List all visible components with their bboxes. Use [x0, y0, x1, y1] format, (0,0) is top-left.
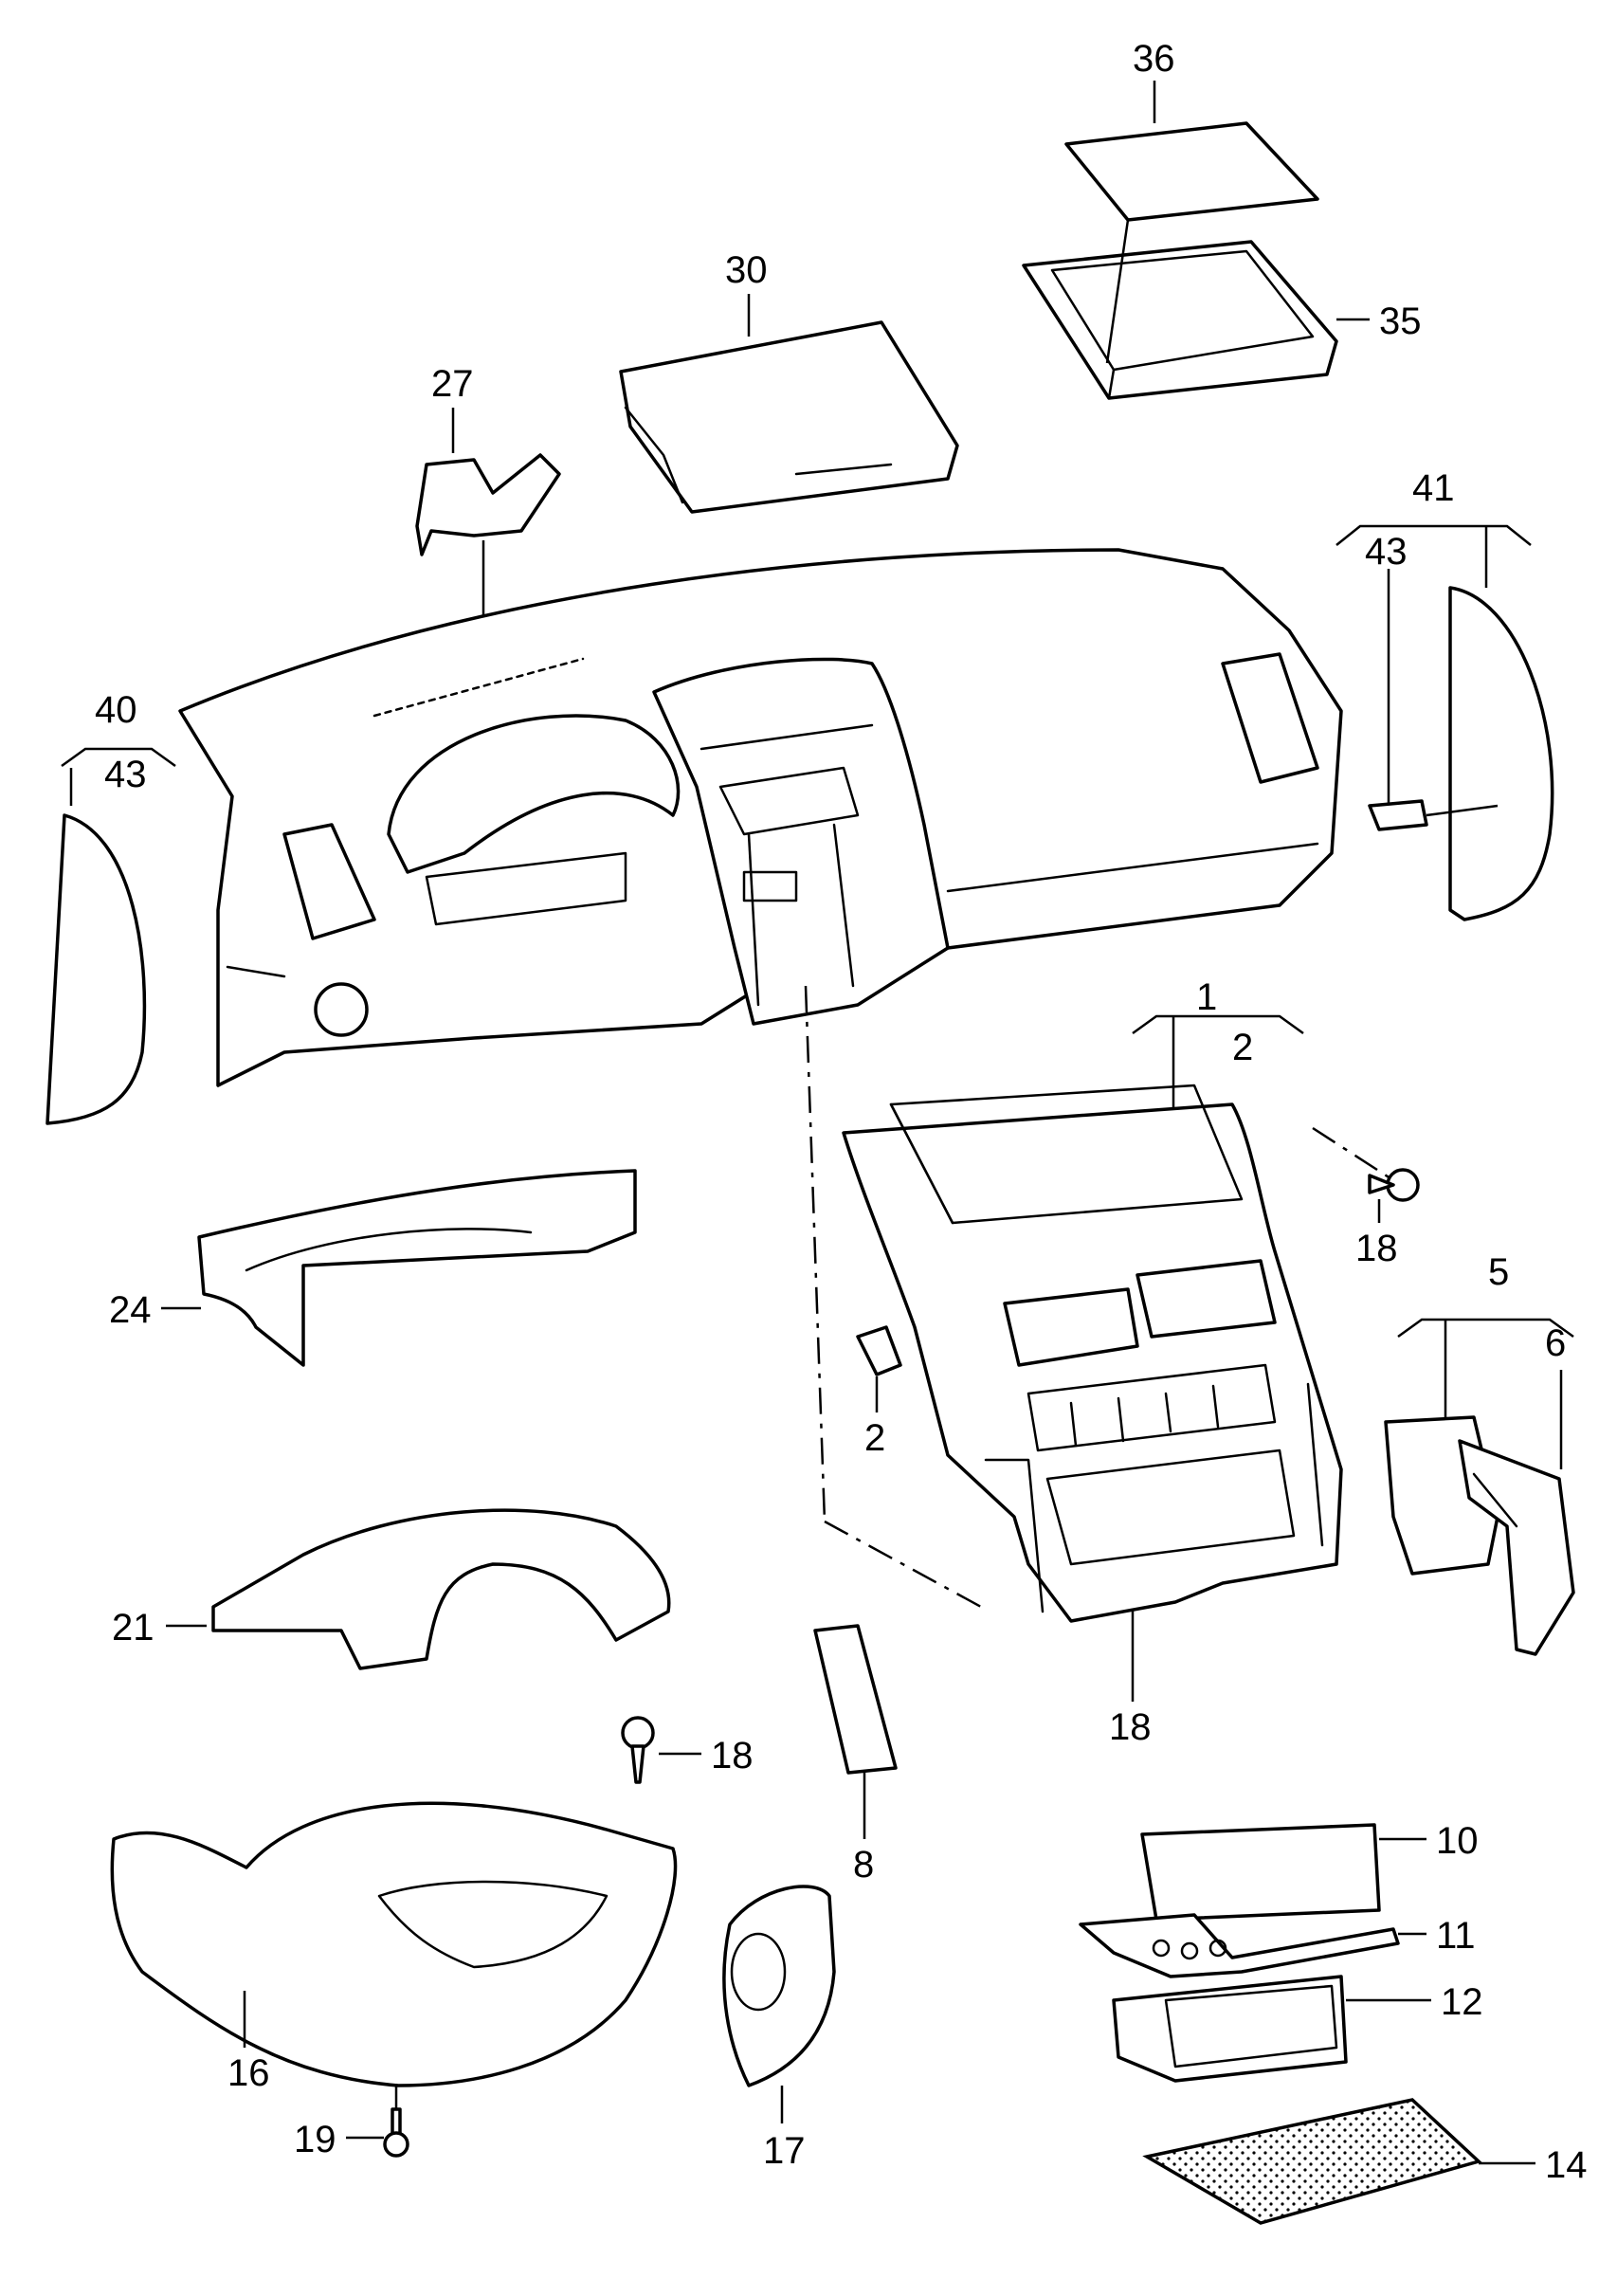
part-24-upper-trim: [161, 1169, 637, 1367]
part-10-cover: [1140, 1823, 1426, 1922]
callout-17: 17: [763, 2130, 806, 2172]
callout-43-left: 43: [104, 754, 147, 795]
callout-41: 41: [1412, 467, 1455, 509]
callout-5: 5: [1488, 1251, 1509, 1293]
callout-18-left: 18: [711, 1735, 754, 1777]
callout-11: 11: [1436, 1915, 1476, 1957]
callout-40: 40: [95, 689, 137, 731]
part-36-lid: [1064, 81, 1319, 222]
part-40-left-end-cap: [45, 747, 176, 1125]
callout-18-right: 18: [1355, 1228, 1398, 1269]
callout-12: 12: [1441, 1981, 1483, 2023]
part-27-bracket: [415, 408, 561, 621]
part-11-bracket: [1079, 1913, 1426, 1978]
callout-19: 19: [294, 2119, 336, 2160]
part-17-ignition-bezel: [722, 1885, 836, 2123]
dashboard-main: [178, 548, 1343, 1087]
part-35-tray: [1022, 219, 1370, 400]
part-16-steering-column-lower-cover: [110, 1801, 678, 2109]
part-12-storage-box: [1112, 1975, 1431, 2083]
part-19-screw: [346, 2107, 409, 2158]
callout-43-right: 43: [1365, 531, 1408, 573]
part-14-mat: [1142, 2098, 1535, 2225]
callout-6: 6: [1545, 1322, 1566, 1364]
callout-10: 10: [1436, 1820, 1479, 1862]
part-1-center-console: [804, 985, 1343, 1623]
part-41-right-end-cap: [1335, 524, 1554, 921]
callout-labels: 36 30 35 27 41 43 40 43 1 2 18 24 5 6 2 …: [95, 38, 1588, 2186]
callout-35: 35: [1379, 301, 1422, 342]
callout-2-lower: 2: [864, 1417, 885, 1459]
callout-14: 14: [1545, 2144, 1588, 2186]
callout-21: 21: [112, 1607, 154, 1649]
callout-24: 24: [109, 1289, 152, 1331]
callout-18-center: 18: [1109, 1706, 1152, 1748]
part-30-upper-lid: [619, 294, 959, 514]
callout-8: 8: [853, 1844, 874, 1886]
part-18-screw-c: [621, 1716, 701, 1784]
part-18-screw-a: [1312, 1126, 1420, 1223]
callout-27: 27: [431, 363, 474, 405]
callout-36: 36: [1133, 38, 1175, 80]
part-2-clip: [856, 1325, 902, 1412]
part-5-cup-holder: [1384, 1318, 1575, 1656]
callout-2-upper: 2: [1232, 1027, 1253, 1068]
part-8-panel: [813, 1624, 898, 1839]
callout-30: 30: [725, 249, 768, 291]
callout-16: 16: [227, 2052, 270, 2094]
part-21-steering-column-upper-cover: [166, 1508, 671, 1670]
callout-1: 1: [1196, 976, 1217, 1018]
